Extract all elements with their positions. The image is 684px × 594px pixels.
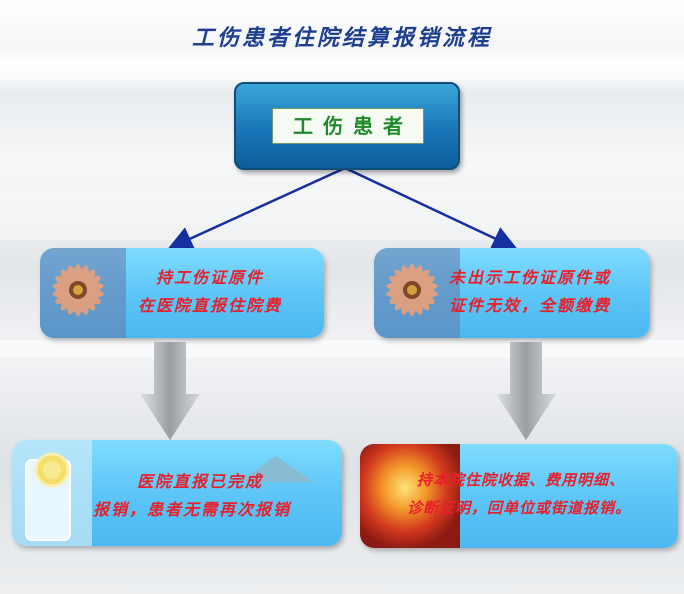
lemon-glass-icon <box>12 440 92 546</box>
root-label: 工伤患者 <box>272 108 424 144</box>
down-arrow-left <box>140 342 200 440</box>
sun-glow-icon <box>360 444 460 548</box>
left-branch-line2: 在医院直报住院费 <box>137 296 282 315</box>
arrow-to-right <box>344 166 518 250</box>
root-node: 工伤患者 <box>234 82 460 170</box>
left-result-box: 医院直报已完成 报销，患者无需再次报销 <box>12 440 342 546</box>
left-result-line2: 报销，患者无需再次报销 <box>92 500 291 519</box>
right-branch-line1: 未出示工伤证原件或 <box>448 268 611 287</box>
left-branch-box: 持工伤证原件 在医院直报住院费 <box>40 248 324 338</box>
flower-icon <box>374 248 460 338</box>
right-result-line2: 诊断证明，回单位或街道报销。 <box>406 499 631 517</box>
arrow-to-left <box>167 166 346 251</box>
right-branch-line2: 证件无效，全额缴费 <box>448 296 611 315</box>
left-branch-line1: 持工伤证原件 <box>155 268 264 287</box>
right-result-line1: 持本院住院收据、费用明细、 <box>416 471 625 489</box>
up-arrow-shape <box>238 456 314 482</box>
right-branch-box: 未出示工伤证原件或 证件无效，全额缴费 <box>374 248 650 338</box>
page-title: 工伤患者住院结算报销流程 <box>191 25 492 51</box>
right-result-box: 持本院住院收据、费用明细、 诊断证明，回单位或街道报销。 <box>360 444 678 548</box>
background-band <box>0 190 684 240</box>
background-band <box>0 62 684 80</box>
left-result-line1: 医院直报已完成 <box>136 472 263 491</box>
flower-icon <box>40 248 126 338</box>
down-arrow-right <box>496 342 556 440</box>
